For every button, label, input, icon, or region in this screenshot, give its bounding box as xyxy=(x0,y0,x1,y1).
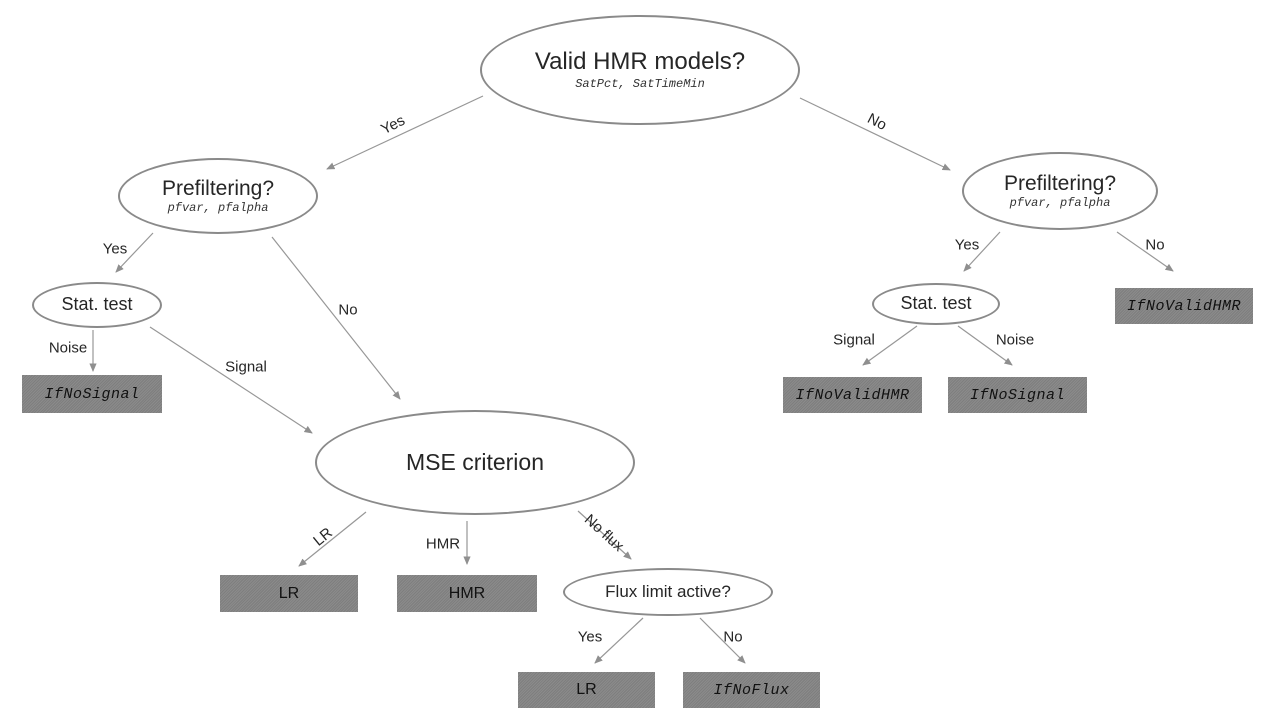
decision-node-stat-test-left: Stat. test xyxy=(32,282,162,328)
edge-label-root-yes: Yes xyxy=(378,111,408,139)
node-title: Prefiltering? xyxy=(1003,171,1117,195)
decision-node-flux-limit-active: Flux limit active? xyxy=(563,568,773,616)
edge-label-pf-left-no: No xyxy=(338,301,358,319)
terminal-box-lr-flux: LR xyxy=(518,672,655,708)
arrow-root-to-pf-left xyxy=(326,95,484,170)
edge-label-pf-left-yes: Yes xyxy=(102,240,128,258)
node-title: MSE criterion xyxy=(405,448,545,475)
node-parameters: pfvar, pfalpha xyxy=(167,200,269,215)
decision-node-prefiltering-right: Prefiltering? pfvar, pfalpha xyxy=(962,152,1158,230)
node-title: Stat. test xyxy=(61,294,133,315)
arrow-stat-left-to-mse xyxy=(149,326,313,434)
node-parameters: pfvar, pfalpha xyxy=(1009,195,1111,210)
edge-label-mse-lr: LR xyxy=(310,524,336,550)
decision-node-prefiltering-left: Prefiltering? pfvar, pfalpha xyxy=(118,158,318,234)
terminal-box-hmr: HMR xyxy=(397,575,537,612)
edge-label-stat-right-noise: Noise xyxy=(995,331,1035,349)
terminal-box-ifnoflux: IfNoFlux xyxy=(683,672,820,708)
terminal-box-ifnovalidhmr-right: IfNoValidHMR xyxy=(1115,288,1253,324)
edge-label-stat-left-noise: Noise xyxy=(48,339,88,357)
terminal-box-lr-mse: LR xyxy=(220,575,358,612)
edge-label-flux-no: No xyxy=(723,628,743,646)
edge-label-stat-right-signal: Signal xyxy=(833,331,875,349)
terminal-box-ifnosignal-right: IfNoSignal xyxy=(948,377,1087,413)
arrow-pf-left-to-mse xyxy=(271,236,401,400)
decision-node-valid-hmr-models: Valid HMR models? SatPct, SatTimeMin xyxy=(480,15,800,125)
edge-label-pf-right-yes: Yes xyxy=(954,236,980,254)
edge-label-mse-noflux: No flux xyxy=(580,511,628,555)
node-parameters: SatPct, SatTimeMin xyxy=(575,76,705,91)
node-title: Valid HMR models? xyxy=(534,48,746,76)
terminal-box-ifnovalidhmr-signal: IfNoValidHMR xyxy=(783,377,922,413)
edge-label-flux-yes: Yes xyxy=(577,628,603,646)
node-title: Prefiltering? xyxy=(161,176,275,200)
arrow-root-to-pf-right xyxy=(799,97,951,171)
edge-label-mse-hmr: HMR xyxy=(425,535,461,553)
edge-label-stat-left-signal: Signal xyxy=(225,358,267,376)
node-title: Stat. test xyxy=(900,293,972,314)
edge-label-pf-right-no: No xyxy=(1145,236,1165,254)
node-title: Flux limit active? xyxy=(605,581,731,601)
decision-node-stat-test-right: Stat. test xyxy=(872,283,1000,325)
decision-node-mse-criterion: MSE criterion xyxy=(315,410,635,515)
edge-label-root-no: No xyxy=(864,110,890,134)
terminal-box-ifnosignal-left: IfNoSignal xyxy=(22,375,162,413)
